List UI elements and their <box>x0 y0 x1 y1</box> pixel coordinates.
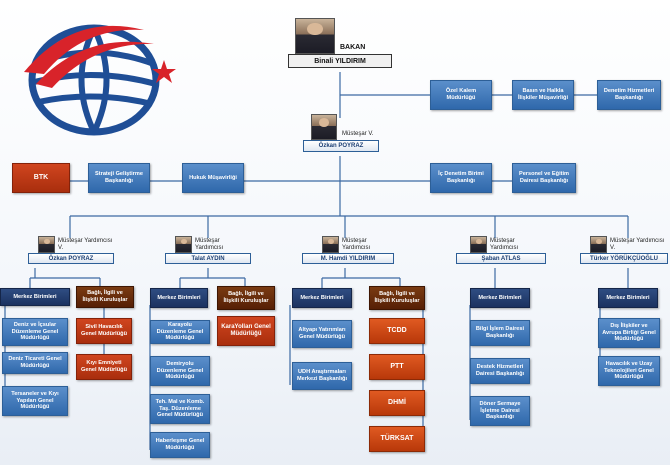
deputy-1-name: Özkan POYRAZ <box>28 253 114 264</box>
col2-bagli-1: KaraYolları Genel Müdürlüğü <box>217 316 275 346</box>
col1-merkez-header: Merkez Birimleri <box>0 288 70 306</box>
col3-merkez-header: Merkez Birimleri <box>292 288 352 308</box>
box-basin: Basın ve Halkla İlişkiler Müşavirliği <box>512 80 574 110</box>
col2-merkez-4: Haberleşme Genel Müdürlüğü <box>150 432 210 458</box>
box-btk: BTK <box>12 163 70 193</box>
deputy-3-photo <box>322 236 339 253</box>
deputy-1-title: Müsteşar Yardımcısı V. <box>58 238 113 251</box>
col2-bagli-header: Bağlı, İlgili ve İlişkili Kuruluşlar <box>217 286 275 310</box>
col2-merkez-1: Karayolu Düzenleme Genel Müdürlüğü <box>150 320 210 344</box>
col3-bagli-ptt: PTT <box>369 354 425 380</box>
col3-merkez-2: UDH Araştırmaları Merkezi Başkanlığı <box>292 362 352 390</box>
col2-merkez-2: Demiryolu Düzenleme Genel Müdürlüğü <box>150 356 210 386</box>
col4-merkez-2: Destek Hizmetleri Dairesi Başkanlığı <box>470 358 530 384</box>
col1-bagli-header: Bağlı, İlgili ve İlişkili Kuruluşlar <box>76 286 134 308</box>
box-hukuk: Hukuk Müşavirliği <box>182 163 244 193</box>
box-ozel-kalem: Özel Kalem Müdürlüğü <box>430 80 492 110</box>
col1-merkez-1: Deniz ve İçsular Düzenleme Genel Müdürlü… <box>2 318 68 346</box>
deputy-3-title: Müsteşar Yardımcısı <box>342 238 371 251</box>
box-strateji: Strateji Geliştirme Başkanlığı <box>88 163 150 193</box>
mustesar-photo <box>311 114 337 140</box>
deputy-4-title: Müsteşar Yardımcısı <box>490 238 519 251</box>
col4-merkez-1: Bilgi İşlem Dairesi Başkanlığı <box>470 320 530 346</box>
col3-merkez-1: Altyapı Yatırımları Genel Müdürlüğü <box>292 320 352 348</box>
bakan-title: BAKAN <box>340 44 366 51</box>
deputy-2-title: Müsteşar Yardımcısı <box>195 238 224 251</box>
col3-bagli-turksat: TÜRKSAT <box>369 426 425 452</box>
line-col2-split <box>179 268 246 288</box>
col2-merkez-3: Teh. Mal ve Komb. Taş. Düzenleme Genel M… <box>150 394 210 424</box>
col4-merkez-3: Döner Sermaye İşletme Dairesi Başkanlığı <box>470 396 530 426</box>
col5-merkez-header: Merkez Birimleri <box>598 288 658 308</box>
col3-bagli-dhmi: DHMİ <box>369 390 425 416</box>
col3-bagli-tcdd: TCDD <box>369 318 425 344</box>
box-denetim: Denetim Hizmetleri Başkanlığı <box>597 80 661 110</box>
line-col1-split <box>29 268 101 290</box>
box-personel: Personel ve Eğitim Dairesi Başkanlığı <box>512 163 576 193</box>
deputy-4-name: Şaban ATLAS <box>456 253 546 264</box>
deputy-4-photo <box>470 236 487 253</box>
deputy-5-title: Müsteşar Yardımcısı V. <box>610 238 665 251</box>
col4-merkez-header: Merkez Birimleri <box>470 288 530 308</box>
box-ic-denetim: İç Denetim Birimi Başkanlığı <box>430 163 492 193</box>
mustesar-name: Özkan POYRAZ <box>303 140 379 152</box>
bakan-name: Binali YILDIRIM <box>288 54 392 68</box>
col5-merkez-2: Havacılık ve Uzay Teknolojileri Genel Mü… <box>598 356 660 386</box>
col1-merkez-3: Tersaneler ve Kıyı Yapıları Genel Müdürl… <box>2 386 68 416</box>
col1-bagli-1: Sivil Havacılık Genel Müdürlüğü <box>76 318 132 344</box>
bakan-photo <box>295 18 335 54</box>
col3-bagli-header: Bağlı, İlgili ve İlişkili Kuruluşlar <box>369 286 425 310</box>
mustesar-title: Müsteşar V. <box>342 131 374 137</box>
deputy-2-photo <box>175 236 192 253</box>
col1-bagli-2: Kıyı Emniyeti Genel Müdürlüğü <box>76 354 132 380</box>
ministry-logo <box>24 24 176 136</box>
deputy-3-name: M. Hamdi YILDIRIM <box>302 253 394 264</box>
line-col3-split <box>321 268 401 288</box>
deputy-2-name: Talat AYDIN <box>165 253 251 264</box>
deputy-5-photo <box>590 236 607 253</box>
deputy-5-name: Türker YÖRÜKÇÜOĞLU <box>580 253 668 264</box>
col1-merkez-2: Deniz Ticareti Genel Müdürlüğü <box>2 352 68 374</box>
deputy-1-photo <box>38 236 55 253</box>
col2-merkez-header: Merkez Birimleri <box>150 288 208 308</box>
col5-merkez-1: Dış İlişkiler ve Avrupa Birliği Genel Mü… <box>598 318 660 348</box>
